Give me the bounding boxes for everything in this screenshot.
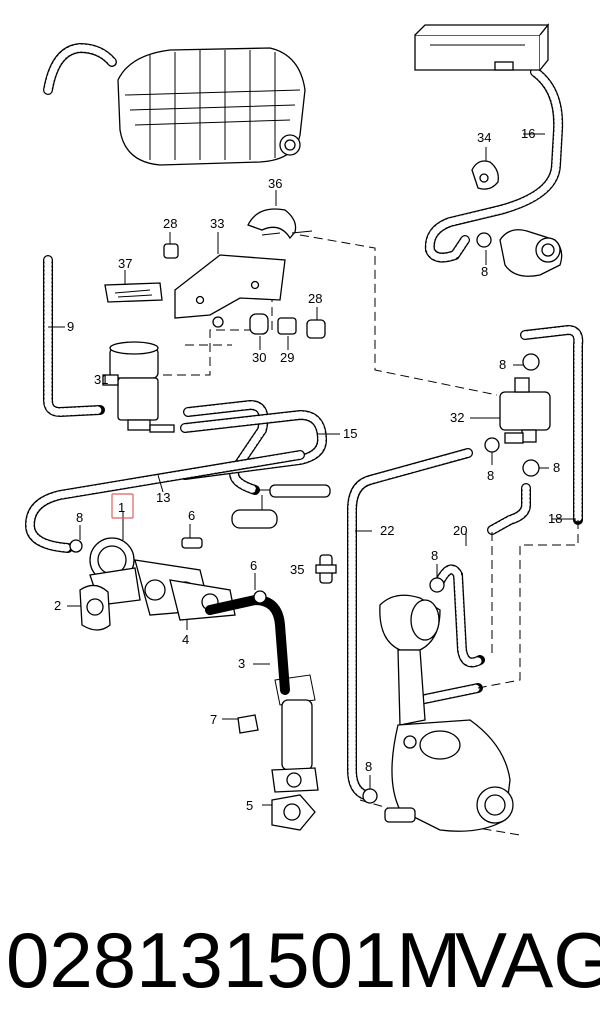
callout-9: 9 (67, 319, 74, 334)
hoses (24, 42, 584, 800)
callout-8g: 8 (365, 759, 372, 774)
callout-3: 3 (238, 656, 245, 671)
callout-18: 18 (548, 511, 562, 526)
highlight-box (111, 493, 134, 519)
footer: 028131501M VAG (0, 905, 600, 1015)
callout-8c: 8 (499, 357, 506, 372)
part-number: 028131501M (6, 916, 462, 1004)
callout-6b: 6 (250, 558, 257, 573)
callout-29: 29 (280, 350, 294, 365)
solenoid-valve-32 (484, 353, 551, 477)
callout-30: 30 (252, 350, 266, 365)
connector-tubes (231, 484, 331, 529)
air-filter-housing (117, 47, 306, 166)
callout-33: 33 (210, 216, 224, 231)
egr-pipe-3 (205, 590, 319, 793)
callout-35: 35 (290, 562, 304, 577)
intake-manifold (362, 577, 514, 832)
callout-15: 15 (343, 426, 357, 441)
callout-2: 2 (54, 598, 61, 613)
callout-8e: 8 (553, 460, 560, 475)
callout-7: 7 (210, 712, 217, 727)
callout-13: 13 (156, 490, 170, 505)
callout-8d: 8 (487, 468, 494, 483)
callout-labels: 1 2 3 4 5 6 6 7 8 8 8 8 8 8 8 9 13 15 16… (54, 126, 562, 813)
charcoal-canister (414, 23, 550, 71)
part-5-7 (237, 714, 316, 831)
callout-28a: 28 (163, 216, 177, 231)
bracket-33 (104, 254, 286, 319)
clamp-36 (247, 208, 313, 240)
parts-diagram: 1 2 3 4 5 6 6 7 8 8 8 8 8 8 8 9 13 15 16… (24, 23, 584, 836)
callout-16: 16 (521, 126, 535, 141)
callout-34: 34 (477, 130, 491, 145)
callout-31: 31 (94, 372, 108, 387)
callout-4: 4 (182, 632, 189, 647)
callout-8a: 8 (76, 510, 83, 525)
brand-name: VAG (455, 916, 600, 1004)
leader-lines (48, 133, 576, 806)
throttle-body (499, 229, 563, 277)
fitting-34 (471, 160, 499, 248)
sensor-35 (315, 554, 337, 584)
callout-20: 20 (453, 523, 467, 538)
callout-8b: 8 (481, 264, 488, 279)
bushings-28-29-30 (163, 243, 326, 339)
gaskets-2-4 (79, 559, 236, 631)
callout-37: 37 (118, 256, 132, 271)
valve-31 (102, 341, 175, 433)
callout-32: 32 (450, 410, 464, 425)
callout-22: 22 (380, 523, 394, 538)
callout-6a: 6 (188, 508, 195, 523)
callout-1: 1 (118, 500, 125, 515)
callout-8f: 8 (431, 548, 438, 563)
callout-5: 5 (246, 798, 253, 813)
callout-28b: 28 (308, 291, 322, 306)
callout-36: 36 (268, 176, 282, 191)
